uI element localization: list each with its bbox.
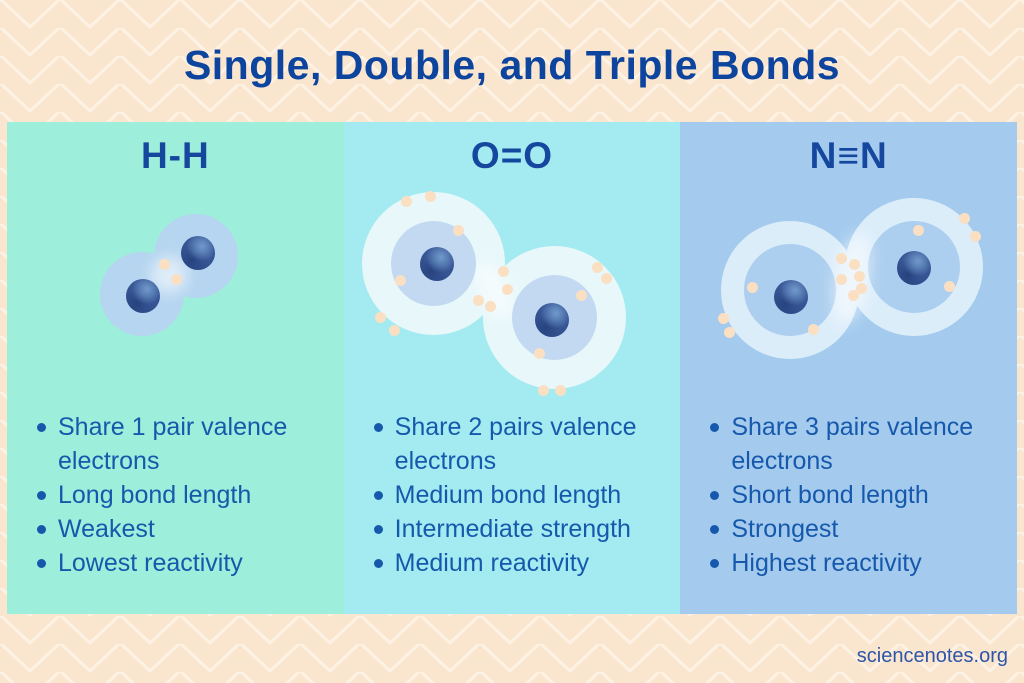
formula-heading-triple: N≡N xyxy=(809,135,888,176)
electron-dot xyxy=(746,282,758,294)
site-credit: sciencenotes.org xyxy=(856,645,1008,667)
electron-dot xyxy=(591,261,603,273)
shared-electron-dot xyxy=(485,300,497,312)
bond-panels-row: H-H Share 1 pair valence electrons Long … xyxy=(7,122,1018,614)
list-item: Long bond length xyxy=(35,478,336,512)
formula-heading-single: H-H xyxy=(140,135,210,176)
electron-dot xyxy=(158,258,170,270)
shared-electron-dot xyxy=(835,273,847,285)
electron-dot xyxy=(389,325,401,337)
electron-dot xyxy=(724,327,736,339)
atom-nucleus xyxy=(126,279,160,313)
panel-double-bond: O=O xyxy=(343,122,681,614)
shared-electron-dot xyxy=(854,270,866,282)
list-item: Highest reactivity xyxy=(708,546,1009,580)
list-item: Medium reactivity xyxy=(372,546,673,580)
hydrogen-molecule-diagram xyxy=(7,122,344,614)
electron-dot xyxy=(943,280,955,292)
list-item: Share 3 pairs valence electrons xyxy=(708,410,1009,478)
page-title: Single, Double, and Triple Bonds xyxy=(183,42,841,88)
bond-properties-list: Share 2 pairs valence electrons Medium b… xyxy=(372,410,673,580)
atom-nucleus xyxy=(419,247,454,282)
list-item: Short bond length xyxy=(708,478,1009,512)
oxygen-molecule-diagram xyxy=(344,122,681,614)
electron-dot xyxy=(534,347,546,359)
list-item: Medium bond length xyxy=(372,478,673,512)
list-item: Weakest xyxy=(35,512,336,546)
electron-dot xyxy=(576,289,588,301)
bond-properties-list: Share 3 pairs valence electrons Short bo… xyxy=(708,410,1009,580)
list-item: Share 2 pairs valence electrons xyxy=(372,410,673,478)
electron-dot xyxy=(425,190,437,202)
bond-properties-list: Share 1 pair valence electrons Long bond… xyxy=(35,410,336,580)
electron-dot xyxy=(912,224,924,236)
electron-dot xyxy=(807,323,819,335)
atom-nucleus xyxy=(181,236,215,270)
atom-nucleus xyxy=(774,280,809,314)
electron-dot xyxy=(601,272,613,284)
list-item: Lowest reactivity xyxy=(35,546,336,580)
electron-dot xyxy=(375,311,387,323)
electron-dot xyxy=(959,212,971,224)
nitrogen-molecule-diagram xyxy=(680,122,1017,614)
list-item: Share 1 pair valence electrons xyxy=(35,410,336,478)
shared-electron-dot xyxy=(497,266,509,278)
list-item: Intermediate strength xyxy=(372,512,673,546)
shared-electron-dot xyxy=(472,295,484,307)
electron-dot xyxy=(401,196,413,208)
electron-dot xyxy=(538,385,550,397)
list-item: Strongest xyxy=(708,512,1009,546)
shared-electron-dot xyxy=(855,282,867,294)
shared-electron-dot xyxy=(849,259,861,271)
shared-electron-dot xyxy=(847,289,859,301)
shared-electron-dot xyxy=(501,283,513,295)
shared-electron-dot xyxy=(835,252,847,264)
panel-single-bond: H-H Share 1 pair valence electrons Long … xyxy=(7,122,344,614)
electron-dot xyxy=(453,225,465,237)
electron-dot xyxy=(717,312,729,324)
formula-heading-double: O=O xyxy=(470,135,554,176)
electron-dot xyxy=(171,273,182,285)
electron-dot xyxy=(395,274,407,286)
atom-nucleus xyxy=(534,303,569,337)
electron-dot xyxy=(969,230,981,242)
electron-dot xyxy=(555,385,567,397)
atom-nucleus xyxy=(896,251,931,285)
panel-triple-bond: N≡N xyxy=(680,122,1018,614)
